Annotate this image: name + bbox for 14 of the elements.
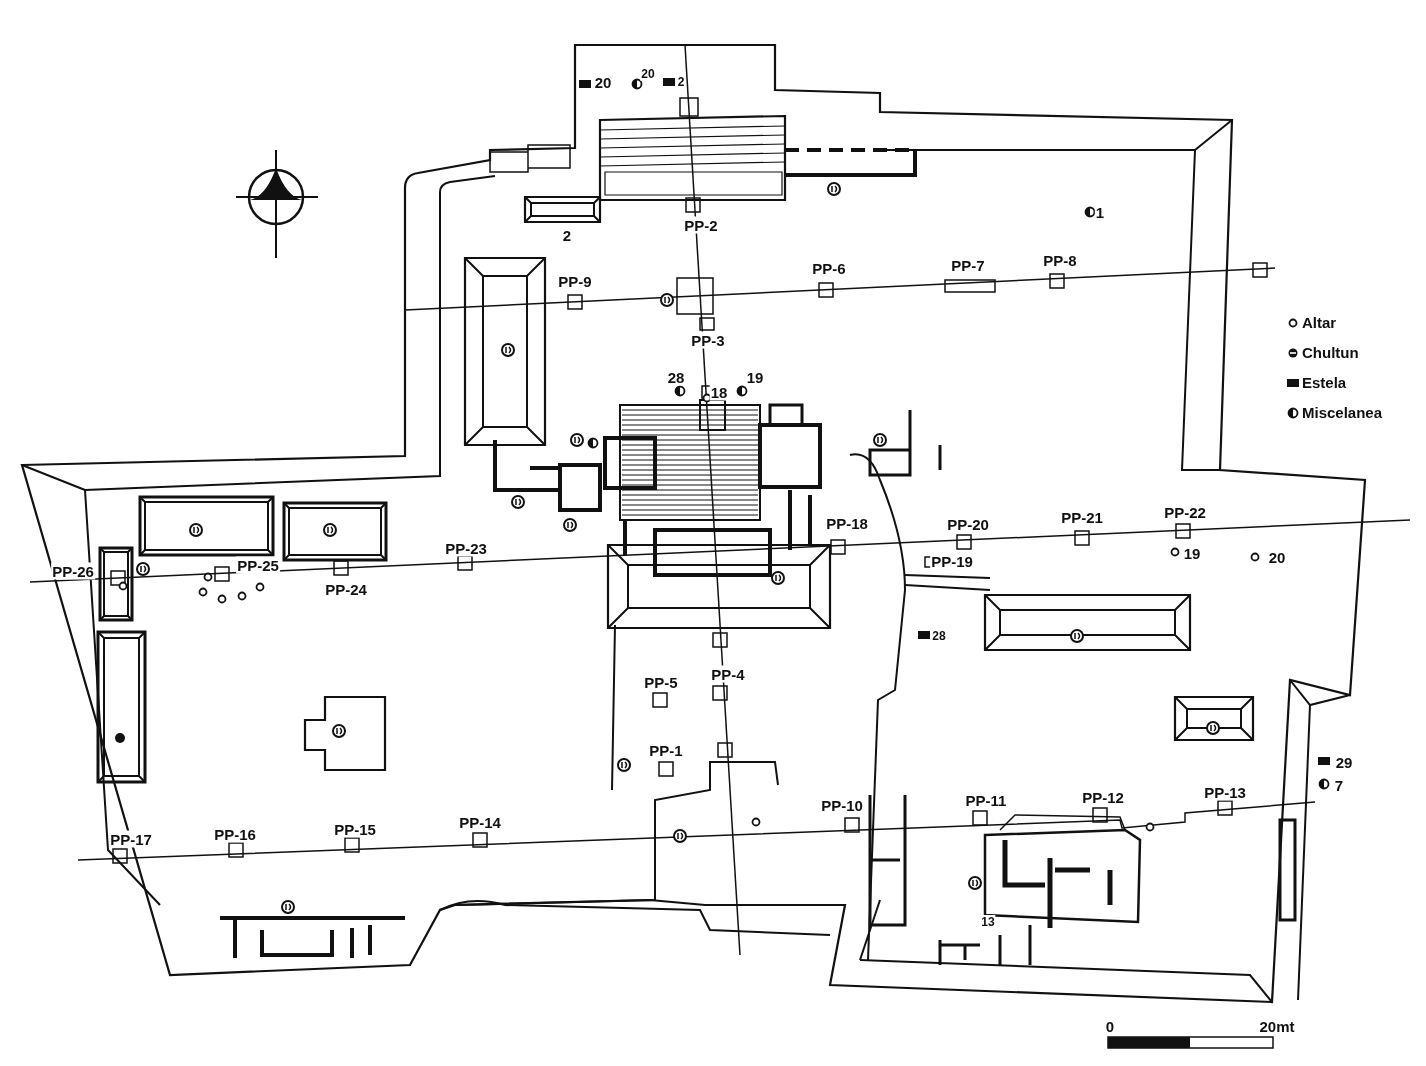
map-label: PP-4: [710, 665, 746, 683]
map-label: PP-17: [109, 830, 153, 848]
legend-label: Altar: [1302, 315, 1337, 330]
map-label: PP-26: [51, 562, 95, 580]
map-label: 2: [676, 75, 686, 89]
map-label: 20: [640, 67, 656, 81]
map-label: 18: [709, 383, 729, 401]
map-label: PP-3: [690, 331, 726, 349]
map-label: PP-2: [683, 216, 719, 234]
legend-label: Chultun: [1302, 345, 1359, 360]
map-label: 13: [980, 915, 996, 929]
legend-label: Estela: [1302, 375, 1347, 390]
legend-label: Miscelanea: [1302, 405, 1383, 420]
map-label: 28: [931, 629, 947, 643]
